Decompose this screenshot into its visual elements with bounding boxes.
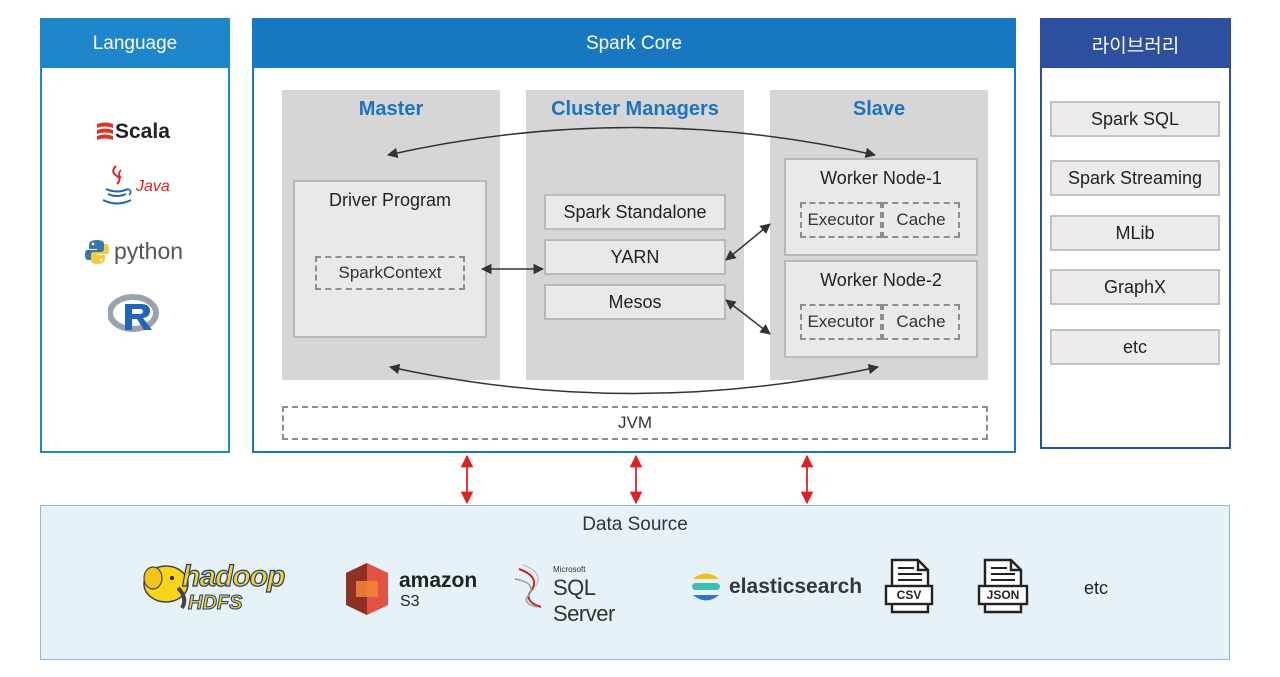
driver-program-box: Driver Program	[293, 180, 487, 338]
library-item-spark-sql: Spark SQL	[1050, 101, 1220, 137]
driver-program-label: Driver Program	[328, 190, 452, 210]
python-logo: python	[84, 238, 183, 265]
cluster-managers-title: Cluster Managers	[551, 98, 719, 120]
hdfs-label: HDFS	[187, 592, 243, 615]
json-file-icon: JSON	[977, 558, 1029, 614]
arrow-master-slave-bottom	[388, 363, 880, 395]
sql-server-logo: Microsoft SQL Server	[511, 563, 661, 626]
library-panel: 라이브러리 Spark SQL Spark Streaming MLib Gra…	[1040, 18, 1231, 449]
data-source-title: Data Source	[582, 514, 688, 535]
executor-1-box: Executor	[800, 202, 882, 238]
python-label: python	[114, 238, 184, 264]
mesos-box: Mesos	[544, 284, 726, 320]
scala-icon	[97, 122, 113, 140]
scala-logo: Scala	[96, 120, 170, 144]
spark-context-box: SparkContext	[315, 256, 465, 290]
library-item-mlib: MLib	[1050, 215, 1220, 251]
spark-standalone-box: Spark Standalone	[544, 194, 726, 230]
language-panel: Language Scala Java python	[40, 18, 230, 453]
arrow-yarn-worker1	[725, 223, 771, 261]
master-column: Master Driver Program SparkContext	[282, 90, 500, 380]
worker-node-2-label: Worker Node-2	[820, 270, 942, 290]
amazon-s3-icon	[346, 563, 388, 615]
r-icon	[107, 294, 159, 332]
slave-column: Slave Worker Node-1 Executor Cache Worke…	[770, 90, 988, 380]
spark-core-panel: Spark Core Master Driver Program SparkCo…	[252, 18, 1016, 453]
sql-server-icon	[514, 564, 542, 608]
executor-2-box: Executor	[800, 304, 882, 340]
json-label: JSON	[986, 588, 1020, 602]
spark-core-title: Spark Core	[254, 20, 1014, 68]
cache-2-box: Cache	[882, 304, 960, 340]
microsoft-label: Microsoft	[553, 565, 586, 574]
hadoop-elephant-icon	[143, 565, 189, 610]
hadoop-hdfs-logo: hadoop HDFS	[138, 558, 313, 618]
yarn-box: YARN	[544, 239, 726, 275]
elasticsearch-label: elasticsearch	[729, 575, 863, 598]
csv-label: CSV	[896, 588, 922, 602]
slave-title: Slave	[852, 98, 906, 120]
java-label: Java	[136, 178, 170, 195]
sql-server-label: SQL Server	[553, 575, 615, 626]
scala-label: Scala	[115, 120, 170, 143]
library-item-etc: etc	[1050, 329, 1220, 365]
library-item-graphx: GraphX	[1050, 269, 1220, 305]
java-logo: Java	[100, 162, 170, 208]
elasticsearch-icon	[692, 573, 720, 601]
amazon-label: amazon	[399, 569, 478, 592]
amazon-s3-logo: amazon S3	[344, 561, 484, 621]
s3-label: S3	[400, 593, 420, 610]
data-source-panel: Data Source hadoop HDFS amazon S3 Micros…	[40, 505, 1230, 660]
csv-file-icon: CSV	[884, 558, 934, 614]
hadoop-label: hadoop	[181, 559, 286, 593]
library-item-spark-streaming: Spark Streaming	[1050, 160, 1220, 196]
worker-node-1-label: Worker Node-1	[820, 168, 942, 188]
arrow-master-slave-top	[386, 126, 877, 159]
data-source-etc: etc	[1084, 578, 1109, 598]
jvm-box: JVM	[282, 406, 988, 440]
master-title: Master	[358, 98, 424, 120]
cache-1-box: Cache	[882, 202, 960, 238]
language-title: Language	[42, 20, 228, 68]
java-icon	[102, 165, 132, 205]
elasticsearch-logo: elasticsearch	[690, 570, 862, 604]
arrow-mesos-worker2	[725, 299, 771, 335]
python-icon	[85, 239, 109, 264]
library-title: 라이브러리	[1042, 20, 1229, 68]
r-logo: R	[107, 294, 162, 339]
cluster-managers-column: Cluster Managers Spark Standalone YARN M…	[526, 90, 744, 380]
